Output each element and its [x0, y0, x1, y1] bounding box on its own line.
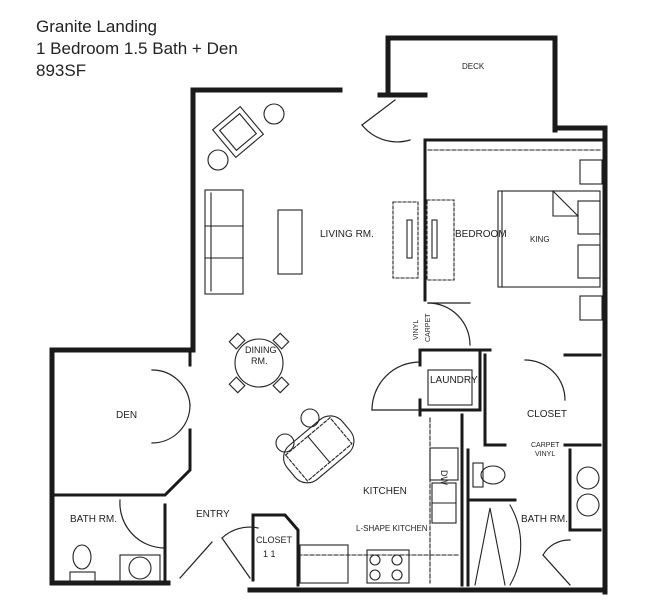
entry-label: ENTRY: [196, 509, 230, 520]
kitchen-label: KITCHEN: [363, 486, 407, 497]
bedroom-label: BEDROOM: [455, 229, 507, 240]
vinyl-note-living: VINYL: [413, 320, 420, 340]
furniture: [69, 103, 603, 586]
unit-type: 1 Bedroom 1.5 Bath + Den: [36, 39, 238, 58]
entry-closet-tag: 1 1: [263, 549, 276, 559]
master-bath-label: BATH RM.: [521, 514, 568, 525]
kitchen-note: L-SHAPE KITCHEN: [356, 524, 428, 533]
dining-label-line1: DINING: [245, 345, 277, 355]
dishwasher-label: DW: [439, 470, 449, 485]
bed-size-label: KING: [530, 235, 550, 244]
carpet-note-closet: CARPET: [531, 442, 560, 449]
half-bath-label: BATH RM.: [70, 514, 117, 525]
entry-closet-label: CLOSET: [256, 535, 293, 545]
vinyl-note-bath: VINYL: [535, 451, 555, 458]
deck-label: DECK: [462, 62, 485, 71]
title-block: Granite Landing 1 Bedroom 1.5 Bath + Den…: [36, 16, 238, 82]
den-label: DEN: [116, 410, 137, 421]
dining-label-line2: RM.: [251, 356, 268, 366]
carpet-note-bedroom: CARPET: [425, 313, 432, 342]
laundry-label: LAUNDRY: [430, 375, 478, 386]
closet-label: CLOSET: [527, 409, 567, 420]
doors: [119, 99, 571, 586]
living-room-label: LIVING RM.: [320, 229, 374, 240]
community-name: Granite Landing: [36, 17, 157, 36]
square-footage: 893SF: [36, 61, 87, 80]
interior-walls: [53, 138, 607, 587]
exterior-walls: [49, 35, 608, 595]
